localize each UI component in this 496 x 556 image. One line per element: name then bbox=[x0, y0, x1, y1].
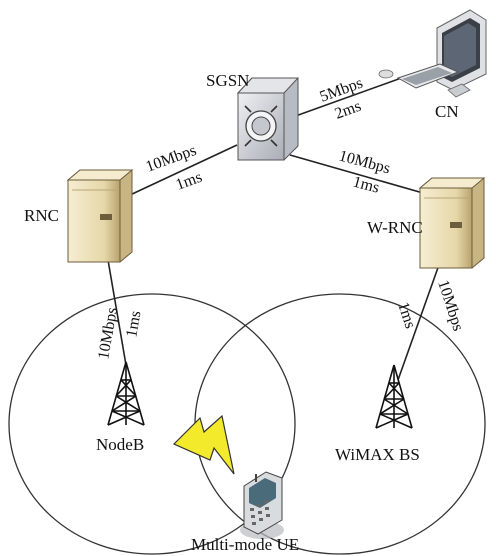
link-sgsn-cn bbox=[289, 71, 419, 119]
wireless-lightning-icon bbox=[172, 414, 235, 475]
wrnc-wimax-bandwidth-label: 10Mbps bbox=[434, 278, 466, 333]
wimax-label: WiMAX BS bbox=[335, 445, 420, 464]
rnc-nodeb-bandwidth-label: 10Mbps bbox=[95, 306, 121, 361]
ue-label: Multi-mode UE bbox=[191, 535, 299, 554]
sgsn-wrnc-bandwidth-label: 10Mbps bbox=[337, 147, 392, 177]
cn-label: CN bbox=[435, 102, 459, 121]
wimax-coverage-circle bbox=[194, 293, 486, 555]
wrnc-wimax-delay-label: 1ms bbox=[394, 300, 418, 331]
link-rnc-sgsn bbox=[129, 144, 238, 196]
wrnc-label: W-RNC bbox=[367, 218, 423, 237]
rnc-server-icon bbox=[66, 169, 134, 263]
nodeb-coverage-circle bbox=[8, 293, 296, 555]
nodeb-tower-icon bbox=[107, 361, 145, 426]
rnc-nodeb-delay-label: 1ms bbox=[123, 309, 144, 338]
sgsn-wrnc-delay-label: 1ms bbox=[351, 173, 381, 196]
rnc-label: RNC bbox=[24, 206, 59, 225]
cn-computer-icon bbox=[378, 9, 487, 98]
multimode-ue-phone-icon bbox=[240, 471, 284, 539]
sgsn-router-icon bbox=[236, 77, 300, 161]
link-rnc-nodeb bbox=[107, 259, 127, 366]
link-wrnc-wimax bbox=[397, 261, 441, 381]
sgsn-label: SGSN bbox=[206, 71, 249, 90]
wrnc-server-icon bbox=[418, 177, 486, 269]
nodeb-label: NodeB bbox=[96, 435, 144, 454]
link-sgsn-wrnc bbox=[289, 154, 431, 196]
wimax-tower-icon bbox=[375, 364, 413, 429]
